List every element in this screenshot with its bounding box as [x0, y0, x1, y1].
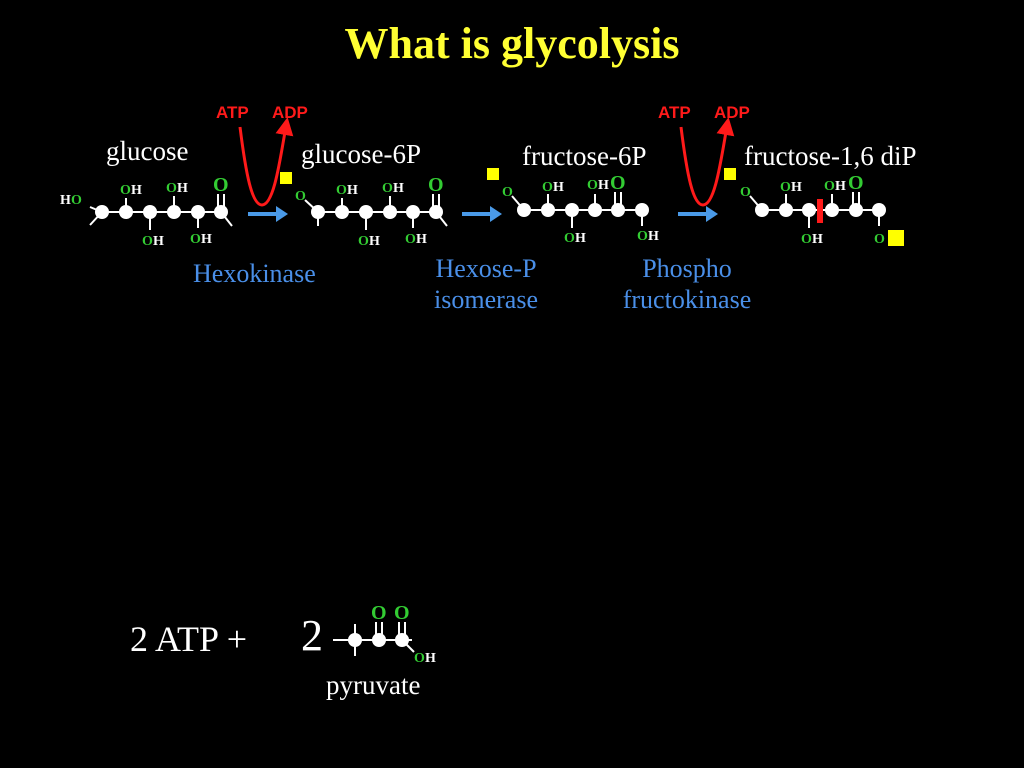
enzyme-phosphofructokinase: Phospho fructokinase — [598, 253, 776, 315]
glucose-ho-o: O — [71, 193, 82, 208]
fructose-6p-phosphate — [487, 168, 499, 180]
fructose-6p-c2-oh-o: O — [542, 180, 553, 195]
fructose-16dip-carbon-5 — [849, 203, 863, 217]
fructose-6p-o: O — [502, 185, 513, 200]
label-fructose-1-6-dip: fructose-1,6 diP — [744, 141, 917, 171]
glucose-6p-c4-oh-o: O — [382, 181, 393, 196]
fructose-16dip-c4-oh-o: O — [824, 179, 835, 194]
label-pyruvate: pyruvate — [326, 670, 421, 700]
enzyme-hexose-p-isomerase-line-1: Hexose-P — [435, 254, 537, 283]
pyruvate-keto-o: O — [371, 602, 387, 624]
glucose-6p-o: O — [295, 189, 306, 204]
glucose-c5-oh-o: O — [190, 232, 201, 247]
label-glucose: glucose — [106, 136, 189, 166]
glucose-6p-c4-oh-h: H — [393, 181, 404, 196]
glucose-6p-c2-oh-h: H — [347, 183, 358, 198]
enzyme-hexose-p-isomerase-line-2: isomerase — [434, 285, 538, 314]
glucose-c5-oh-h: H — [201, 232, 212, 247]
label-glucose-6p: glucose-6P — [301, 139, 421, 169]
glucose-6p-c2-oh-o: O — [336, 183, 347, 198]
slide-title: What is glycolysis — [344, 19, 680, 68]
fructose-16dip-c3-oh-h: H — [812, 232, 823, 247]
fructose-6p-c4-oh-o: O — [587, 178, 598, 193]
glucose-6p-c5-oh-h: H — [416, 232, 427, 247]
glucose-6p-phosphate — [280, 172, 292, 184]
glucose-c4-oh-o: O — [166, 181, 177, 196]
glucose-6p-c3-oh-h: H — [369, 234, 380, 249]
fructose-16dip-o-bond — [749, 195, 763, 211]
label-fructose-6p: fructose-6P — [522, 141, 647, 171]
enzyme-phosphofructokinase-line-2: fructokinase — [622, 285, 752, 314]
fructose-6p-carbon-5 — [611, 203, 625, 217]
glucose-c4-oh-h: H — [177, 181, 188, 196]
pyruvate-coefficient: 2 — [301, 611, 323, 660]
fructose-6p-c3-oh-h: H — [575, 231, 586, 246]
fructose-16dip-phosphate-1 — [724, 168, 736, 180]
fructose-16dip-c4-oh-h: H — [835, 179, 846, 194]
fructose-6p-c4-oh-h: H — [598, 178, 609, 193]
fructose-16dip-phosphate-2 — [888, 230, 904, 246]
glucose-c3-oh-o: O — [142, 234, 153, 249]
fructose-16dip-c6-o: O — [874, 232, 885, 247]
enzyme-phosphofructokinase-line-1: Phospho — [642, 254, 732, 283]
glucose-c3-oh-h: H — [153, 234, 164, 249]
atp-adp-curve-2 — [679, 117, 735, 207]
fructose-16dip-c3-oh-o: O — [801, 232, 812, 247]
glucose-c6-carbonyl-o: O — [213, 174, 229, 196]
fructose-16dip-c2-oh-h: H — [791, 180, 802, 195]
reaction-arrow-1-head — [276, 206, 288, 222]
atp-in-step-1: ATP — [216, 103, 249, 122]
fructose-6p-c6-oh-h: H — [648, 229, 659, 244]
glucose-6p-o-bond — [304, 199, 319, 213]
net-atp-label: 2 ATP + — [130, 619, 247, 659]
fructose-6p-c3-oh-o: O — [564, 231, 575, 246]
atp-adp-curve-1 — [238, 117, 294, 207]
glucose-6p-c3-oh-o: O — [358, 234, 369, 249]
reaction-arrow-2-head — [490, 206, 502, 222]
fructose-6p-o-bond — [511, 195, 525, 211]
glucose-c1-bond — [89, 206, 103, 213]
glucose-6p-carbonyl-o: O — [428, 174, 444, 196]
fructose-6p-c6-oh-o: O — [637, 229, 648, 244]
reaction-arrow-3-head — [706, 206, 718, 222]
glucose-6p-c5-oh-o: O — [405, 232, 416, 247]
pyruvate-carbon-2 — [372, 633, 386, 647]
enzyme-hexokinase-line-1: Hexokinase — [193, 259, 316, 288]
pyruvate-oh-h: H — [425, 651, 436, 666]
fructose-6p-c2-oh-h: H — [553, 180, 564, 195]
fructose-6p-carbonyl-o: O — [610, 172, 626, 194]
enzyme-hexose-p-isomerase: Hexose-P isomerase — [412, 253, 560, 315]
glucose-c2-oh-h: H — [131, 183, 142, 198]
atp-in-step-3: ATP — [658, 103, 691, 122]
pyruvate-oh-bond — [401, 639, 415, 653]
fructose-16dip-c2-oh-o: O — [780, 180, 791, 195]
glucose-6p-c6-stub — [435, 211, 448, 227]
pyruvate-carboxyl-o: O — [394, 602, 410, 624]
pyruvate-oh-o: O — [414, 651, 425, 666]
glucose-c2-oh-o: O — [120, 183, 131, 198]
fructose-16dip-o: O — [740, 185, 751, 200]
glucose-ho-h: H — [60, 193, 71, 208]
glucose-c6-stub — [220, 211, 233, 227]
enzyme-hexokinase: Hexokinase — [193, 258, 316, 289]
fructose-16dip-cleavage-mark — [817, 199, 823, 223]
glucose-c1-stub — [89, 211, 103, 226]
fructose-16dip-carbonyl-o: O — [848, 172, 864, 194]
